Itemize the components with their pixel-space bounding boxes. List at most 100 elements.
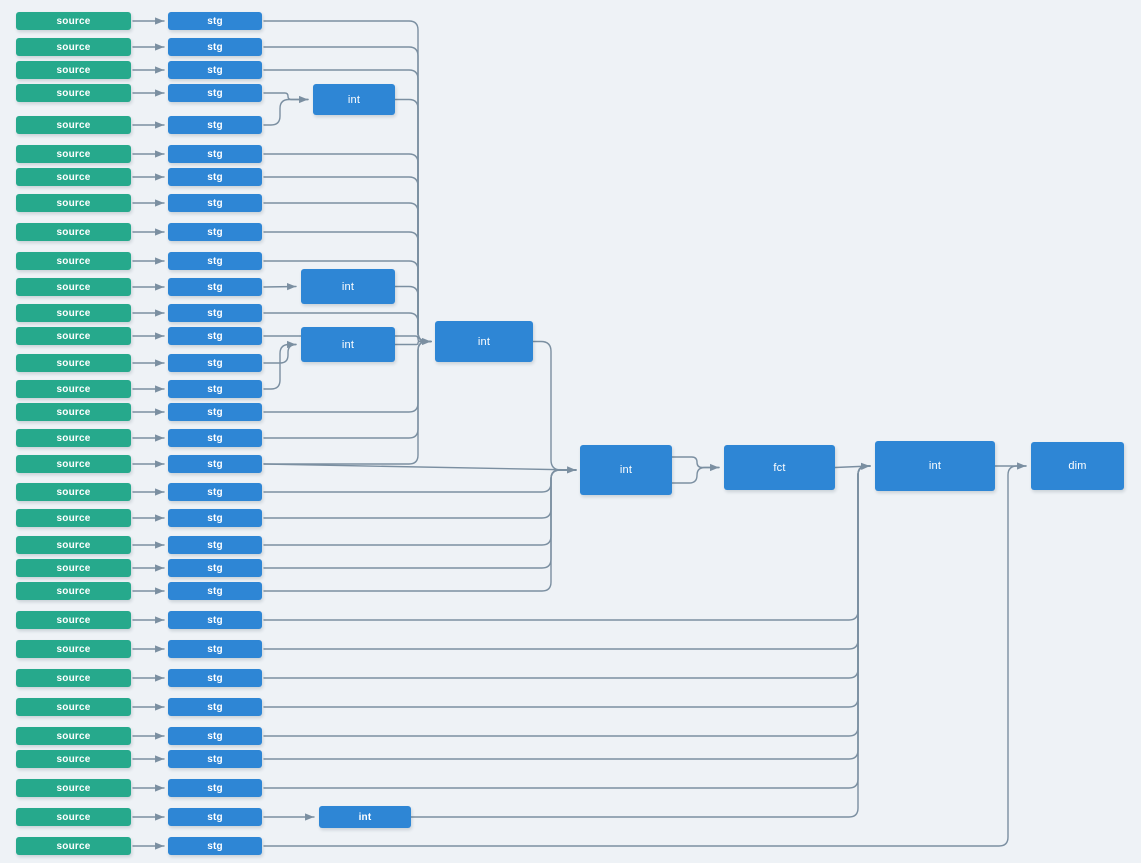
source-node-10[interactable]: source bbox=[16, 278, 131, 296]
stg-node-25[interactable]: stg bbox=[168, 669, 262, 687]
stg-node-30[interactable]: stg bbox=[168, 808, 262, 826]
int-node-int-a[interactable]: int bbox=[313, 84, 395, 115]
source-node-6[interactable]: source bbox=[16, 168, 131, 186]
source-node-1[interactable]: source bbox=[16, 38, 131, 56]
source-node-27-label: source bbox=[56, 730, 91, 742]
stg-node-24[interactable]: stg bbox=[168, 640, 262, 658]
source-node-21-label: source bbox=[56, 562, 91, 574]
source-node-29[interactable]: source bbox=[16, 779, 131, 797]
stg-node-22-label: stg bbox=[207, 585, 223, 597]
source-node-0-label: source bbox=[56, 15, 91, 27]
source-node-28[interactable]: source bbox=[16, 750, 131, 768]
stg-node-29[interactable]: stg bbox=[168, 779, 262, 797]
source-node-19[interactable]: source bbox=[16, 509, 131, 527]
source-node-20[interactable]: source bbox=[16, 536, 131, 554]
stg-node-27[interactable]: stg bbox=[168, 727, 262, 745]
int-node-int-e[interactable]: int bbox=[580, 445, 672, 495]
int-node-int-d[interactable]: int bbox=[435, 321, 533, 362]
source-node-27[interactable]: source bbox=[16, 727, 131, 745]
stg-node-28[interactable]: stg bbox=[168, 750, 262, 768]
source-node-5[interactable]: source bbox=[16, 145, 131, 163]
stg-node-17[interactable]: stg bbox=[168, 455, 262, 473]
stg-node-16[interactable]: stg bbox=[168, 429, 262, 447]
source-node-2[interactable]: source bbox=[16, 61, 131, 79]
stg-node-13[interactable]: stg bbox=[168, 354, 262, 372]
stg-node-5[interactable]: stg bbox=[168, 145, 262, 163]
stg-node-22[interactable]: stg bbox=[168, 582, 262, 600]
stg-node-8[interactable]: stg bbox=[168, 223, 262, 241]
stg-node-18-label: stg bbox=[207, 486, 223, 498]
source-node-12[interactable]: source bbox=[16, 327, 131, 345]
stg-node-31[interactable]: stg bbox=[168, 837, 262, 855]
int-node-int-f[interactable]: int bbox=[875, 441, 995, 491]
source-node-24[interactable]: source bbox=[16, 640, 131, 658]
source-node-25-label: source bbox=[56, 672, 91, 684]
int-node-int-g[interactable]: int bbox=[319, 806, 411, 828]
source-node-15[interactable]: source bbox=[16, 403, 131, 421]
source-node-16[interactable]: source bbox=[16, 429, 131, 447]
stg-node-6[interactable]: stg bbox=[168, 168, 262, 186]
source-node-22-label: source bbox=[56, 585, 91, 597]
edge bbox=[410, 465, 871, 818]
source-node-30[interactable]: source bbox=[16, 808, 131, 826]
source-node-3[interactable]: source bbox=[16, 84, 131, 102]
stg-node-20[interactable]: stg bbox=[168, 536, 262, 554]
stg-node-15[interactable]: stg bbox=[168, 403, 262, 421]
int-node-int-c[interactable]: int bbox=[301, 327, 395, 362]
source-node-20-label: source bbox=[56, 539, 91, 551]
source-node-16-label: source bbox=[56, 432, 91, 444]
stg-node-4-label: stg bbox=[207, 119, 223, 131]
source-node-4[interactable]: source bbox=[16, 116, 131, 134]
int-node-int-b[interactable]: int bbox=[301, 269, 395, 304]
edge bbox=[263, 465, 1027, 847]
source-node-3-label: source bbox=[56, 87, 91, 99]
source-node-31-label: source bbox=[56, 840, 91, 852]
stg-node-10[interactable]: stg bbox=[168, 278, 262, 296]
source-node-14[interactable]: source bbox=[16, 380, 131, 398]
stg-node-0[interactable]: stg bbox=[168, 12, 262, 30]
stg-node-1[interactable]: stg bbox=[168, 38, 262, 56]
source-node-18[interactable]: source bbox=[16, 483, 131, 501]
source-node-13[interactable]: source bbox=[16, 354, 131, 372]
fct-node-label: fct bbox=[773, 461, 786, 474]
fct-node[interactable]: fct bbox=[724, 445, 835, 490]
dim-node[interactable]: dim bbox=[1031, 442, 1124, 490]
stg-node-7[interactable]: stg bbox=[168, 194, 262, 212]
stg-node-2[interactable]: stg bbox=[168, 61, 262, 79]
edge bbox=[263, 92, 309, 104]
source-node-23[interactable]: source bbox=[16, 611, 131, 629]
source-node-25[interactable]: source bbox=[16, 669, 131, 687]
stg-node-26[interactable]: stg bbox=[168, 698, 262, 716]
source-node-9[interactable]: source bbox=[16, 252, 131, 270]
stg-node-9[interactable]: stg bbox=[168, 252, 262, 270]
stg-node-20-label: stg bbox=[207, 539, 223, 551]
stg-node-11[interactable]: stg bbox=[168, 304, 262, 322]
stg-node-31-label: stg bbox=[207, 840, 223, 852]
source-node-11[interactable]: source bbox=[16, 304, 131, 322]
source-node-7[interactable]: source bbox=[16, 194, 131, 212]
stg-node-3[interactable]: stg bbox=[168, 84, 262, 102]
source-node-21[interactable]: source bbox=[16, 559, 131, 577]
stg-node-19[interactable]: stg bbox=[168, 509, 262, 527]
stg-node-8-label: stg bbox=[207, 226, 223, 238]
stg-node-13-label: stg bbox=[207, 357, 223, 369]
edge bbox=[834, 462, 871, 471]
source-node-0[interactable]: source bbox=[16, 12, 131, 30]
stg-node-14[interactable]: stg bbox=[168, 380, 262, 398]
source-node-26[interactable]: source bbox=[16, 698, 131, 716]
edge bbox=[263, 469, 577, 519]
edge bbox=[394, 98, 432, 343]
stg-node-21[interactable]: stg bbox=[168, 559, 262, 577]
stg-node-5-label: stg bbox=[207, 148, 223, 160]
stg-node-23-label: stg bbox=[207, 614, 223, 626]
stg-node-12[interactable]: stg bbox=[168, 327, 262, 345]
source-node-22[interactable]: source bbox=[16, 582, 131, 600]
stg-node-23[interactable]: stg bbox=[168, 611, 262, 629]
source-node-8[interactable]: source bbox=[16, 223, 131, 241]
source-node-17[interactable]: source bbox=[16, 455, 131, 473]
stg-node-1-label: stg bbox=[207, 41, 223, 53]
stg-node-18[interactable]: stg bbox=[168, 483, 262, 501]
source-node-31[interactable]: source bbox=[16, 837, 131, 855]
stg-node-4[interactable]: stg bbox=[168, 116, 262, 134]
